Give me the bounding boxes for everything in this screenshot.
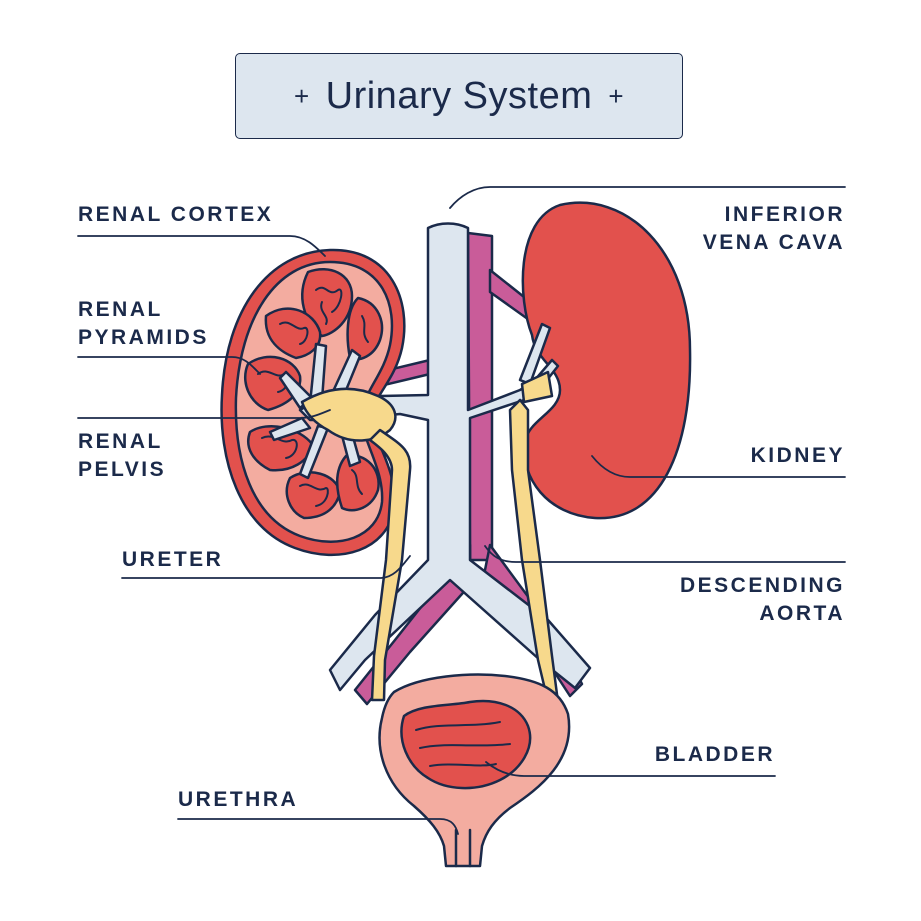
label-renal-pyramids: RENAL PYRAMIDS — [78, 296, 209, 352]
label-kidney-text: KIDNEY — [750, 444, 845, 467]
leader-renal-pelvis — [77, 409, 331, 419]
label-aorta-line1: DESCENDING — [679, 574, 845, 597]
label-kidney: KIDNEY — [751, 442, 845, 470]
leader-urethra — [177, 818, 459, 835]
leader-ureter — [121, 555, 411, 579]
label-inferior-vena-cava: INFERIOR VENA CAVA — [703, 201, 845, 257]
label-renal-pyramids-line2: PYRAMIDS — [78, 326, 209, 349]
label-ureter: URETER — [122, 546, 223, 574]
renal-pelvis-shape — [300, 370, 554, 442]
label-ivc-line2: VENA CAVA — [702, 231, 845, 254]
label-renal-pelvis-line1: RENAL — [78, 430, 163, 453]
label-urethra-text: URETHRA — [178, 788, 299, 811]
label-aorta-line2: AORTA — [759, 602, 845, 625]
leader-ivc — [449, 186, 846, 209]
ureter-left-shape — [368, 428, 412, 702]
label-ivc-line1: INFERIOR — [724, 203, 845, 226]
label-ureter-text: URETER — [122, 548, 224, 571]
label-renal-pelvis-line2: PELVIS — [78, 458, 167, 481]
leader-renal-pyramids — [77, 356, 261, 375]
renal-pyramids-shape — [243, 268, 384, 520]
kidney-shape — [521, 201, 692, 520]
title-plus-left: + — [293, 80, 310, 111]
leader-aorta — [484, 545, 846, 563]
label-bladder-text: BLADDER — [654, 743, 775, 766]
label-renal-pelvis: RENAL PELVIS — [78, 428, 166, 484]
urethra-shape — [454, 828, 472, 868]
label-descending-aorta: DESCENDING AORTA — [680, 572, 845, 628]
label-renal-pyramids-line1: RENAL — [78, 298, 163, 321]
leader-bladder — [485, 761, 776, 777]
leader-kidney — [591, 455, 846, 478]
title-box: + Urinary System + — [235, 53, 683, 139]
pyramid-texture — [257, 286, 369, 507]
label-urethra: URETHRA — [178, 786, 298, 814]
label-renal-cortex-text: RENAL CORTEX — [78, 203, 274, 226]
inferior-vena-cava-shape — [298, 222, 592, 692]
label-bladder: BLADDER — [655, 741, 775, 769]
leader-lines — [77, 186, 846, 835]
label-renal-cortex: RENAL CORTEX — [78, 201, 273, 229]
page-title: Urinary System — [325, 74, 593, 117]
title-plus-right: + — [608, 80, 625, 111]
leader-renal-cortex — [77, 235, 326, 257]
